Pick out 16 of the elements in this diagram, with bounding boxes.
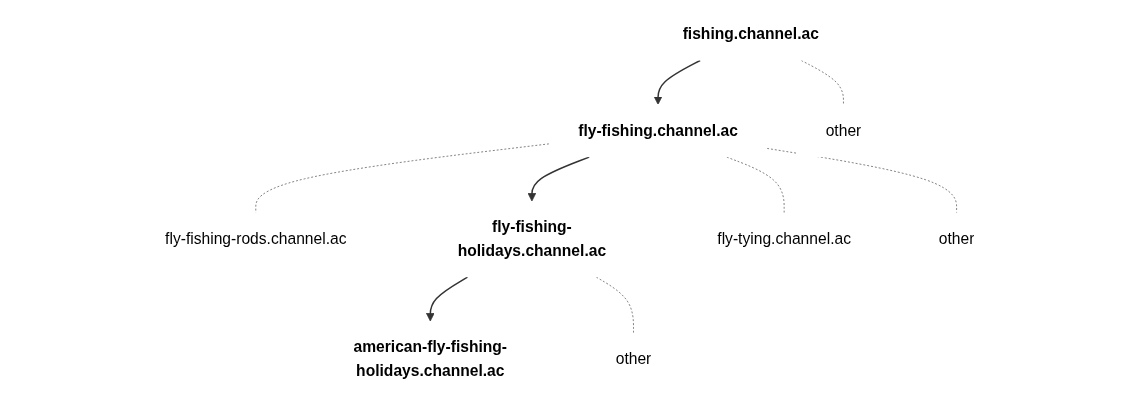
node-text: fly-fishing.channel.ac xyxy=(578,121,739,139)
node-text: fly-fishing-rods.channel.ac xyxy=(165,230,347,247)
node-text: other xyxy=(939,230,975,247)
node-text: fly-fishing-holidays.channel.ac xyxy=(457,218,607,259)
arrow xyxy=(654,59,702,105)
connector xyxy=(255,143,550,214)
node-text: fly-tying.channel.ac xyxy=(717,230,852,247)
connector xyxy=(801,60,845,105)
node-text: american-fly-fishing-holidays.channel.ac xyxy=(353,338,508,379)
arrow xyxy=(426,276,469,322)
connector xyxy=(596,276,635,334)
node-text: fishing.channel.ac xyxy=(682,25,820,42)
node-text: other xyxy=(615,350,652,367)
node-text: other xyxy=(825,121,862,139)
arrow xyxy=(527,156,591,202)
connector xyxy=(726,156,785,214)
